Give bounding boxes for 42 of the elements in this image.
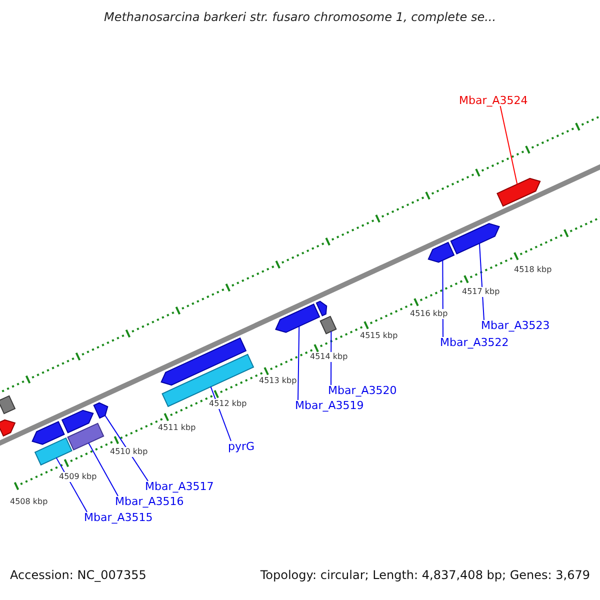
scale-label: 4508 kbp: [10, 497, 48, 507]
gene-feature: [0, 419, 16, 437]
scale-label: 4513 kbp: [259, 376, 297, 386]
gene-feature: [496, 178, 541, 207]
scale-label: 4518 kbp: [514, 265, 552, 275]
gene-feature: [67, 422, 104, 451]
gene-feature: [316, 300, 328, 316]
gene-label: pyrG: [228, 440, 255, 453]
gene-feature: [428, 242, 455, 263]
gene-label: Mbar_A3517: [145, 480, 214, 493]
gene-label: Mbar_A3520: [328, 384, 397, 397]
gene-feature: [275, 304, 320, 333]
leader-line: [442, 260, 444, 338]
gene-feature: [61, 410, 94, 434]
title: Methanosarcina barkeri str. fusaro chromosome 1, complete se...: [102, 10, 498, 24]
gene-label: Mbar_A3522: [440, 336, 509, 349]
scale-label: 4509 kbp: [59, 472, 97, 482]
gene-label: Mbar_A3519: [295, 399, 364, 412]
gene-feature: [450, 223, 500, 254]
gene-label: Mbar_A3516: [115, 495, 184, 508]
leader-line: [500, 106, 518, 185]
scale-label: 4516 kbp: [410, 309, 448, 319]
gene-feature: [34, 437, 72, 466]
scale-label: 4517 kbp: [462, 287, 500, 297]
accession-text: Accession: NC_007355: [10, 568, 146, 582]
scale-label: 4510 kbp: [110, 447, 148, 457]
gene-feature: [160, 337, 247, 386]
gene-label: Mbar_A3515: [84, 511, 153, 524]
scale-label: 4512 kbp: [209, 399, 247, 409]
gene-feature: [93, 402, 108, 419]
scale-label: 4511 kbp: [158, 423, 196, 433]
gene-feature: [0, 395, 16, 414]
leader-line: [298, 326, 300, 400]
gene-label: Mbar_A3523: [481, 319, 550, 332]
genome-info-text: Topology: circular; Length: 4,837,408 bp; Genes: 3,679: [260, 568, 590, 582]
scale-label: 4515 kbp: [360, 331, 398, 341]
leader-line: [88, 442, 118, 496]
gene-feature: [32, 420, 65, 445]
gene-feature: [162, 354, 254, 408]
scale-label: 4514 kbp: [310, 352, 348, 362]
leader-line: [478, 242, 484, 320]
gene-label: Mbar_A3524: [459, 94, 528, 107]
